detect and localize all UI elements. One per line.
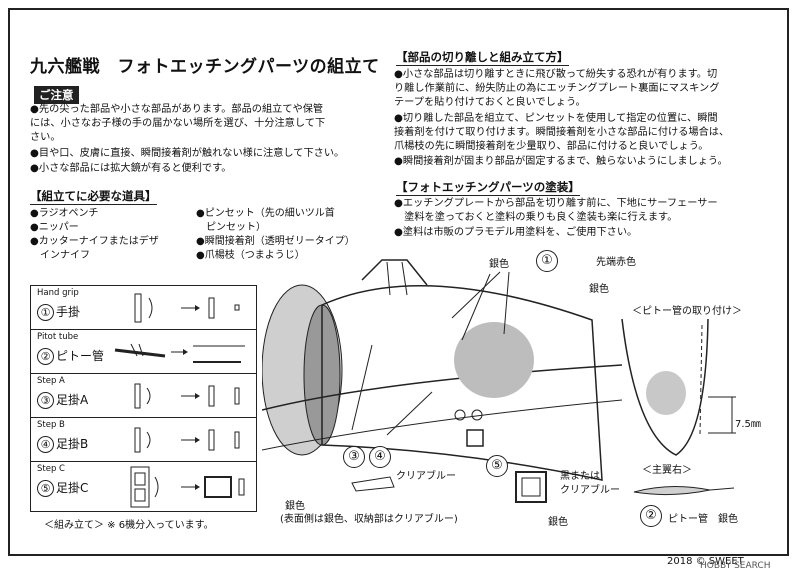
wing-heading: ＜主翼右＞ [642, 465, 692, 476]
caution-line-5: ●小さな部品には拡大鏡が有ると便利です。 [30, 163, 232, 174]
tools-right-3: ●瞬間接着剤（透明ゼリータイプ） [196, 236, 355, 247]
step-jp-label: 足掛A [56, 393, 89, 407]
step-number: ② [37, 348, 54, 365]
pitot-tube-part-icon [114, 343, 245, 363]
separation-line-2: り離し作業前に、紛失防止の為にエッチングプレート裏面にマスキング [394, 83, 720, 94]
step-a-part-icon [134, 383, 240, 409]
step-en-label: Hand grip [37, 288, 79, 298]
step-jp-label: ピトー管 [56, 349, 105, 363]
step-en-label: Step A [37, 376, 65, 386]
step-c-part-icon [130, 466, 245, 508]
painting-line-1: ●エッチングプレートから部品を切り離す前に、下地にサーフェーサー [394, 198, 718, 209]
separation-line-7: ●瞬間接着剤が固まり部品が固定するまで、触らないようにしましょう。 [394, 156, 728, 167]
step-en-label: Pitot tube [37, 332, 79, 342]
callout-clear-blue-2: クリアブルー [560, 485, 620, 496]
step-en-label: Step C [37, 464, 65, 474]
clear-part-sketch [351, 476, 395, 492]
step-jp-label: 足掛C [56, 481, 89, 495]
step-number: ⑤ [37, 480, 54, 497]
pitot-heading: ＜ピトー管の取り付け＞ [632, 306, 742, 317]
callout-silver-note-1: 銀色 [285, 501, 305, 512]
page-title: 九六艦戦 フォトエッチングパーツの組立て [30, 57, 380, 77]
step-en-label: Step B [37, 420, 65, 430]
separation-line-1: ●小さな部品は切り離すときに飛び散って紛失する恐れが有ります。切 [394, 69, 718, 80]
caution-line-2: には、小さなお子様の手の届かない場所を選び、十分注意して下 [30, 118, 326, 129]
tools-left-3: ●カッターナイフまたはデザ [30, 236, 159, 247]
callout-silver-3: 銀色 [548, 517, 568, 528]
tools-heading: 【組立てに必要な道具】 [30, 189, 157, 205]
callout-number-1: ① [536, 250, 558, 272]
assembly-note: ＜組み立て＞ ※ 6機分入っています。 [44, 520, 214, 531]
pitot-label: ピトー管 銀色 [668, 514, 738, 525]
step-c-mounted-sketch [515, 471, 547, 503]
callout-black-or: 黒または [560, 471, 600, 482]
step-number: ④ [37, 436, 54, 453]
separation-line-6: 爪楊枝の先に瞬間接着剤を少量取り、部品に付けると良いでしょう。 [394, 141, 709, 152]
wing-tip-illustration [621, 318, 736, 456]
tools-left-2: ●ニッパー [30, 222, 79, 233]
step-number: ③ [37, 392, 54, 409]
step-number: ① [37, 304, 54, 321]
aircraft-fuselage-illustration [262, 259, 622, 481]
pitot-dimension: 7.5㎜ [735, 419, 761, 430]
tools-right-4: ●爪楊枝（つまようじ） [196, 250, 305, 261]
caution-line-3: さい。 [30, 132, 61, 143]
step-b-part-icon [134, 427, 240, 453]
callout-number-3: ③ [343, 446, 365, 468]
watermark: HOBBY SEARCH [700, 561, 771, 571]
copyright: 2018 © SWEET [667, 556, 744, 567]
caution-line-4: ●目や口、皮膚に直接、瞬間接着剤が触れない様に注意して下さい。 [30, 148, 345, 159]
tools-left-1: ●ラジオペンチ [30, 208, 99, 219]
tools-left-4: インナイフ [30, 250, 90, 261]
tools-right-1: ●ピンセット（先の細いツル首 [196, 208, 335, 219]
painting-line-3: ●塗料は市販のプラモデル用塗料を、ご使用下さい。 [394, 227, 638, 238]
callout-number-5: ⑤ [486, 455, 508, 477]
step-jp-label: 足掛B [56, 437, 89, 451]
callout-number-4: ④ [369, 446, 391, 468]
caution-line-1: ●先の尖った部品や小さな部品があります。部品の組立てや保管 [30, 104, 324, 115]
separation-line-3: テープを貼り付けておくと良いでしょう。 [394, 97, 586, 108]
callout-silver-1: 銀色 [489, 259, 509, 270]
callout-silver-note-2: (表面側は銀色、収納部はクリアブルー) [280, 514, 458, 525]
callout-clear-blue: クリアブルー [396, 471, 456, 482]
pitot-number: ② [640, 505, 662, 527]
separation-heading: 【部品の切り離しと組み立て方】 [396, 50, 569, 66]
callout-tip-red: 先端赤色 [596, 257, 636, 268]
step-jp-label: 手掛 [56, 305, 81, 319]
wing-profile-illustration [633, 485, 735, 496]
callout-silver-2: 銀色 [589, 284, 609, 295]
painting-heading: 【フォトエッチングパーツの塗装】 [396, 180, 580, 196]
caution-heading: ご注意 [34, 86, 79, 104]
separation-line-4: ●切り離した部品を組立て、ピンセットを使用して指定の位置に、瞬間 [394, 113, 718, 124]
painting-line-2: 塗料を塗っておくと塗料の乗りも良く塗装も楽に行えます。 [394, 212, 678, 223]
tools-right-2: ピンセット） [196, 222, 266, 233]
separation-line-5: 接着剤を付けて取り付けます。瞬間接着剤を小さな部品に付ける場合は、 [394, 127, 730, 138]
hand-grip-part-icon [134, 293, 240, 323]
sheet-frame [8, 8, 789, 556]
